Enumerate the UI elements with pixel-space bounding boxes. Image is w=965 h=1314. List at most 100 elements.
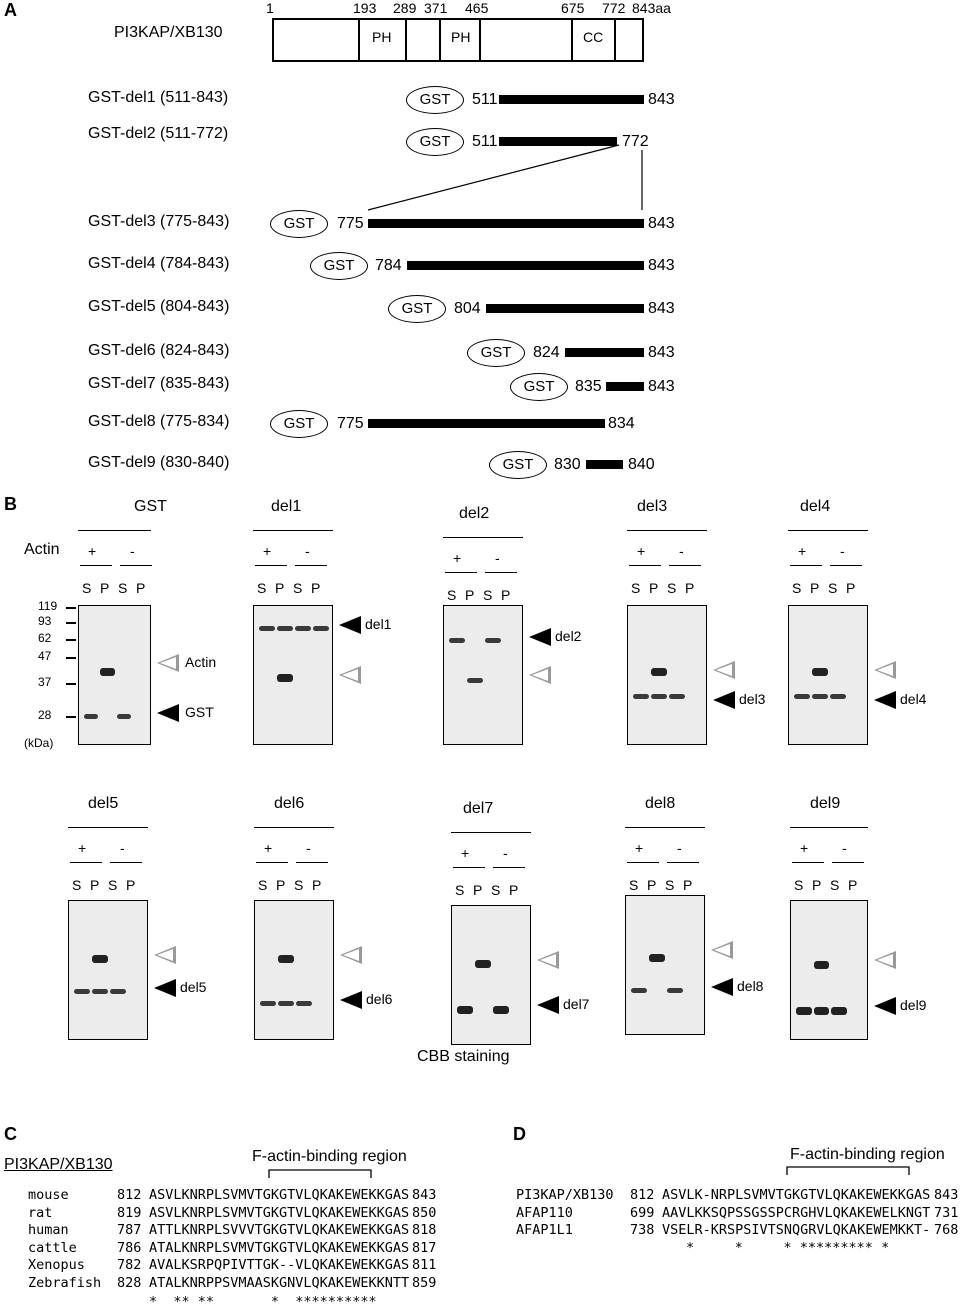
construct-label-del3: GST-del3 (775-843) [88, 213, 230, 230]
construct-arrow-icon [340, 991, 362, 1009]
alignment-title: PI3KAP/XB130 [4, 1156, 113, 1173]
lane-label-p: P [848, 877, 858, 893]
gst-arrow-label: GST [185, 704, 214, 720]
protein-band [667, 988, 683, 993]
protein-band [277, 674, 293, 682]
construct-label-del4: GST-del4 (784-843) [88, 255, 230, 272]
protein-band [457, 1006, 473, 1014]
construct-arrow-icon [874, 997, 896, 1015]
construct-bar-del2 [499, 137, 617, 146]
tick-label: 843aa [632, 0, 671, 16]
plus-underline [80, 565, 112, 566]
protein-name: AFAP1L1 [516, 1222, 573, 1238]
seq-start: 812 [630, 1187, 655, 1203]
minus-underline [485, 572, 517, 573]
protein-band [295, 626, 311, 631]
lane-label-p: P [126, 877, 136, 893]
protein-band [794, 694, 810, 699]
actin-plus-label: + [800, 840, 809, 856]
protein-band [92, 989, 108, 994]
gel-title: del5 [88, 795, 119, 812]
construct-start: 804 [454, 300, 481, 317]
marker-tick [66, 607, 76, 609]
gel-del7 [451, 905, 531, 1045]
actin-minus-label: - [840, 543, 845, 559]
actin-plus-label: + [264, 840, 273, 856]
seq-end: 811 [412, 1257, 437, 1273]
construct-start: 511 [472, 133, 498, 150]
protein-band [296, 1001, 312, 1006]
protein-band [485, 638, 501, 643]
construct-end: 840 [628, 456, 655, 473]
construct-label-del9: GST-del9 (830-840) [88, 454, 230, 471]
lane-label-p: P [685, 580, 695, 596]
construct-label-del6: GST-del6 (824-843) [88, 342, 230, 359]
gst-tag: GST [310, 252, 368, 280]
region-label-d: F-actin-binding region [790, 1146, 945, 1163]
seq-start: 787 [117, 1222, 142, 1238]
species-name: Xenopus [28, 1257, 85, 1273]
lane-label-p: P [810, 580, 820, 596]
actin-arrow-label: Actin [185, 654, 217, 670]
lane-label-s: S [293, 580, 303, 596]
actin-plus-label: + [263, 543, 272, 559]
gel-title-underline [627, 530, 707, 531]
construct-arrow-icon [713, 691, 735, 709]
lane-label-p: P [311, 580, 321, 596]
gst-tag: GST [406, 128, 464, 156]
plus-underline [445, 572, 477, 573]
gst-tag: GST [388, 295, 446, 323]
panel-label-b: B [4, 494, 17, 514]
actin-plus-label: + [453, 550, 462, 566]
tick-label: 1 [266, 0, 274, 16]
gel-del8 [625, 895, 705, 1035]
actin-minus-label: - [130, 543, 135, 559]
actin-arrow-icon [529, 666, 551, 684]
construct-bar-del4 [407, 261, 644, 270]
sequence: ATALKNRPLSVMVTGKGTVLQKAKEWEKKGAS [149, 1239, 410, 1256]
tick-label: 289 [393, 0, 417, 16]
seq-end: 817 [412, 1239, 437, 1256]
species-name: cattle [28, 1239, 77, 1256]
lane-label-p: P [90, 877, 100, 893]
minus-underline [830, 565, 862, 566]
construct-arrow-icon [537, 996, 559, 1014]
actin-plus-label: + [637, 543, 646, 559]
ph-domain-1: PH [358, 18, 407, 62]
lane-label-s: S [483, 587, 493, 603]
construct-bar-del3 [368, 219, 644, 228]
protein-band [277, 626, 293, 631]
seq-start: 819 [117, 1204, 142, 1221]
lane-label-s: S [108, 877, 118, 893]
construct-end: 843 [648, 300, 675, 317]
construct-start: 775 [337, 415, 364, 432]
construct-start: 824 [533, 344, 560, 361]
actin-arrow-icon [154, 946, 176, 964]
actin-minus-label: - [842, 840, 847, 856]
plus-underline [453, 867, 485, 868]
marker-label: 62 [38, 631, 52, 645]
protein-band [813, 1007, 829, 1015]
lane-label-p: P [501, 587, 511, 603]
protein-band [631, 988, 647, 993]
lane-label-p: P [683, 877, 693, 893]
gst-tag: GST [270, 410, 328, 438]
lane-label-p: P [812, 877, 822, 893]
marker-tick [66, 716, 76, 718]
seq-end: 850 [412, 1204, 437, 1221]
actin-arrow-icon [157, 654, 179, 672]
plus-underline [792, 862, 824, 863]
del6-arrow-label: del6 [366, 991, 393, 1007]
minus-underline [295, 565, 327, 566]
gel-del4 [788, 605, 868, 745]
protein-band [830, 694, 846, 699]
construct-end: 843 [648, 215, 675, 232]
panel-label-d: D [513, 1124, 526, 1144]
gel-title-underline [443, 537, 523, 538]
marker-tick [66, 622, 76, 624]
species-name: mouse [28, 1187, 69, 1203]
lane-label-p: P [276, 877, 286, 893]
marker-label: 93 [38, 614, 52, 628]
sequence: ASVLKNRPLSVMVTGKGTVLQKAKEWEKKGAS [149, 1187, 410, 1203]
